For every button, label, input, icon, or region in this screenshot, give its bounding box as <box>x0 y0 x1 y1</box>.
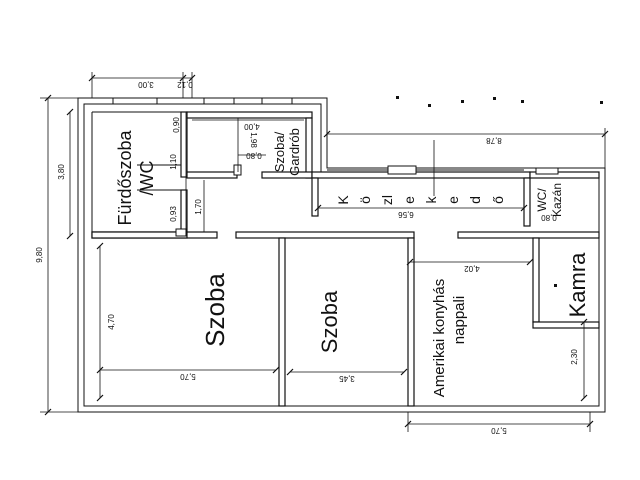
dim-bath-1-10: 1,10 <box>169 154 178 170</box>
window-corridor <box>387 165 417 175</box>
dim-bottom-5-70: 5,70 <box>491 426 507 435</box>
room-label-kozlekedo: K ö zl e k e d ő <box>335 195 506 205</box>
dimension-labels: 3,00 0,12 4,00 1,98 0,80 0,90 1,10 1,70 … <box>35 80 579 435</box>
dim-bath-0-90: 0,90 <box>172 117 181 133</box>
dim-left-3-80: 3,80 <box>57 164 66 180</box>
room-label-furdoszoba: Fürdőszoba <box>115 129 135 225</box>
room-label-wc: /WC <box>137 161 157 196</box>
kozlekedo-letter-6: d <box>467 196 483 204</box>
room-label-szoba-gardrob-2: Gardrób <box>287 128 302 176</box>
window-bath <box>112 97 158 105</box>
kozlekedo-letter-7: ő <box>490 196 506 204</box>
room-label-amerikai-2: nappali <box>451 296 468 344</box>
windows <box>112 97 559 175</box>
room-label-wc-kazan-1: WC/ <box>535 188 549 212</box>
room-label-szoba-1: Szoba <box>200 273 230 347</box>
kozlekedo-letter-5: e <box>445 196 461 204</box>
room-label-amerikai-1: Amerikai konyhás <box>431 279 448 397</box>
window-top-right <box>261 97 293 105</box>
dim-corridor-6-56: 6,56 <box>398 210 414 219</box>
room-label-kamra: Kamra <box>565 252 590 318</box>
dim-right-8-78: 8,78 <box>486 136 502 145</box>
window-top-left <box>203 97 235 105</box>
dim-wc-0-80: 0,80 <box>541 213 557 222</box>
dim-top-0-12: 0,12 <box>177 80 193 89</box>
kozlekedo-letter-4: k <box>423 196 439 204</box>
dim-bath-0-93: 0,93 <box>169 206 178 222</box>
dim-room1-5-70: 5,70 <box>180 372 196 381</box>
dim-left-9-80: 9,80 <box>35 247 44 263</box>
room-label-szoba-gardrob-1: Szoba/ <box>272 131 287 172</box>
room-labels: Fürdőszoba /WC Szoba/ Gardrób K ö zl e k… <box>115 128 590 397</box>
kozlekedo-letter-0: K <box>335 195 351 205</box>
dim-room2-3-45: 3,45 <box>339 374 355 383</box>
dim-room1-4-70: 4,70 <box>107 314 116 330</box>
site-markers <box>396 96 603 287</box>
dim-gardrob-0-80: 0,80 <box>246 151 262 160</box>
dim-gardrob-1-98: 1,98 <box>249 132 258 148</box>
door-frames <box>137 164 242 237</box>
outer-walls <box>77 97 606 413</box>
dim-top-3-00: 3,00 <box>138 80 154 89</box>
window-wc <box>535 167 559 175</box>
room-label-wc-kazan-2: Kazán <box>550 183 564 217</box>
room-label-szoba-2: Szoba <box>317 290 342 353</box>
dim-gardrob-4-00: 4,00 <box>244 122 260 131</box>
interior-walls <box>91 111 600 407</box>
dimension-lines <box>40 72 609 432</box>
dim-bath-1-70: 1,70 <box>194 199 203 215</box>
kozlekedo-letter-3: e <box>401 196 417 204</box>
kozlekedo-letter-2: zl <box>379 195 395 205</box>
dim-living-2-30: 2,30 <box>570 349 579 365</box>
kozlekedo-letter-1: ö <box>357 196 373 204</box>
dim-living-4-02: 4,02 <box>464 264 480 273</box>
